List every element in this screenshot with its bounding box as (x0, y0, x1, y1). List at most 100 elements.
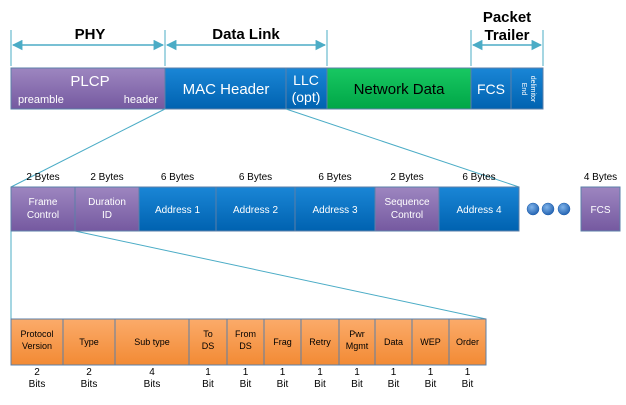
expansion-lines (10, 108, 520, 320)
datalink-label: Data Link (212, 26, 280, 43)
fc-field-2-bits-line2: Bits (81, 379, 98, 390)
fc-field-7-bits-line1: 1 (317, 367, 323, 378)
mac-field-6-label-line1: Sequence (384, 197, 429, 208)
trailer-fcs-label: FCS (477, 81, 505, 97)
plcp-block (10, 67, 166, 110)
mac-field-7-label-line1: Address 4 (456, 205, 501, 216)
fc-field-3-bits-line1: 4 (149, 367, 155, 378)
mac-field-1-label-line1: Frame (29, 197, 58, 208)
mac-field-3-label-line1: Address 1 (155, 205, 200, 216)
mac-field-4-label-line1: Address 2 (233, 205, 278, 216)
mac-field-3-size: 6 Bytes (161, 172, 194, 183)
mac-field-1-size: 2 Bytes (26, 172, 59, 183)
ellipsis-dot-2 (541, 202, 555, 216)
fc-field-7-label-line1: Retry (309, 337, 331, 347)
fc-field-4-box (188, 318, 228, 366)
fc-field-6-label-line1: Frag (273, 337, 292, 347)
mac-field-6-label-line2: Control (391, 210, 423, 221)
mac-field-2-box (74, 186, 140, 232)
mac-header-block (164, 67, 287, 110)
packet-trailer-label-line1: Packet (483, 9, 531, 26)
mac-field-8-box (580, 186, 621, 232)
network-data-label: Network Data (354, 81, 446, 98)
mac-field-3-box (138, 186, 217, 232)
mac-field-2-label-line1: Duration (88, 197, 126, 208)
fc-field-1-bits-line1: 2 (34, 367, 40, 378)
fc-field-3-box (114, 318, 190, 366)
mac-field-7-box (438, 186, 520, 232)
fc-field-1-label-line2: Version (22, 341, 52, 351)
mac-field-8-size: 4 Bytes (584, 172, 617, 183)
fc-field-1-label-line1: Protocol (20, 329, 53, 339)
mac-field-2-label-line2: ID (102, 210, 112, 221)
fc-field-10-box (411, 318, 450, 366)
llc-label-line2: (opt) (292, 89, 321, 105)
mac-field-5-size: 6 Bytes (318, 172, 351, 183)
top-section-headers: PHY Data Link Packet Trailer (10, 9, 544, 66)
fc-field-8-label-line1: Pwr (349, 329, 365, 339)
fc-expansion-line-right (74, 230, 487, 320)
fc-field-2-label-line1: Type (79, 337, 99, 347)
header-label: header (124, 94, 159, 106)
phy-label: PHY (75, 26, 106, 43)
llc-label-line1: LLC (293, 72, 319, 88)
preamble-label: preamble (18, 94, 64, 106)
packet-trailer-label-line2: Trailer (484, 27, 529, 44)
fc-field-2-bits-line1: 2 (86, 367, 92, 378)
mac-field-4-size: 6 Bytes (239, 172, 272, 183)
end-delimitor-label-line2: delimitor (529, 76, 536, 103)
ellipsis-dot-1 (526, 202, 540, 216)
mac-header-label: MAC Header (183, 81, 270, 98)
fc-field-8-bits-line2: Bit (351, 379, 363, 390)
fc-field-6-bits-line2: Bit (277, 379, 289, 390)
fc-field-3-bits-line2: Bits (144, 379, 161, 390)
mac-field-5-box (294, 186, 376, 232)
fc-field-4-bits-line2: Bit (202, 379, 214, 390)
ellipsis-dot-3 (557, 202, 571, 216)
fc-field-4-label-line2: DS (202, 341, 215, 351)
fc-field-9-box (374, 318, 413, 366)
fc-field-11-box (448, 318, 487, 366)
mac-field-2-size: 2 Bytes (90, 172, 123, 183)
fc-field-9-bits-line2: Bit (388, 379, 400, 390)
fc-field-10-bits-line2: Bit (425, 379, 437, 390)
mac-field-1-box (10, 186, 76, 232)
mac-field-1-label-line2: Control (27, 210, 59, 221)
mac-expansion-line-left (10, 108, 166, 188)
fc-field-11-bits-line1: 1 (465, 367, 471, 378)
mac-field-6-box (374, 186, 440, 232)
fc-field-3-label-line1: Sub type (134, 337, 170, 347)
fc-field-11-label-line1: Order (456, 337, 479, 347)
fc-field-8-label-line2: Mgmt (346, 341, 369, 351)
fc-field-1-bits-line2: Bits (29, 379, 46, 390)
fc-field-4-bits-line1: 1 (205, 367, 211, 378)
fc-field-5-bits-line2: Bit (240, 379, 252, 390)
mac-expansion-line-right (285, 108, 520, 188)
fc-field-9-label-line1: Data (384, 337, 403, 347)
top-frame-row: PLCP preamble header MAC Header LLC (opt… (10, 67, 544, 110)
fc-field-6-bits-line1: 1 (280, 367, 286, 378)
fc-field-8-bits-line1: 1 (354, 367, 360, 378)
fc-field-7-box (300, 318, 340, 366)
fc-field-5-label-line2: DS (239, 341, 252, 351)
fc-field-9-bits-line1: 1 (391, 367, 397, 378)
fc-field-7-bits-line2: Bit (314, 379, 326, 390)
fc-field-5-label-line1: From (235, 329, 256, 339)
end-delimitor-label-line1: End (520, 83, 527, 96)
mac-field-5-label-line1: Address 3 (312, 205, 357, 216)
mac-field-8-label-line1: FCS (591, 205, 611, 216)
fc-field-2-box (62, 318, 116, 366)
mac-field-6-size: 2 Bytes (390, 172, 423, 183)
fc-field-10-bits-line1: 1 (428, 367, 434, 378)
plcp-label: PLCP (70, 73, 109, 90)
fc-field-4-label-line1: To (203, 329, 213, 339)
end-delimitor-block (510, 67, 544, 110)
mac-field-7-size: 6 Bytes (462, 172, 495, 183)
fc-field-5-bits-line1: 1 (243, 367, 249, 378)
fc-field-10-label-line1: WEP (420, 337, 441, 347)
fc-field-6-box (263, 318, 302, 366)
fc-field-11-bits-line2: Bit (462, 379, 474, 390)
